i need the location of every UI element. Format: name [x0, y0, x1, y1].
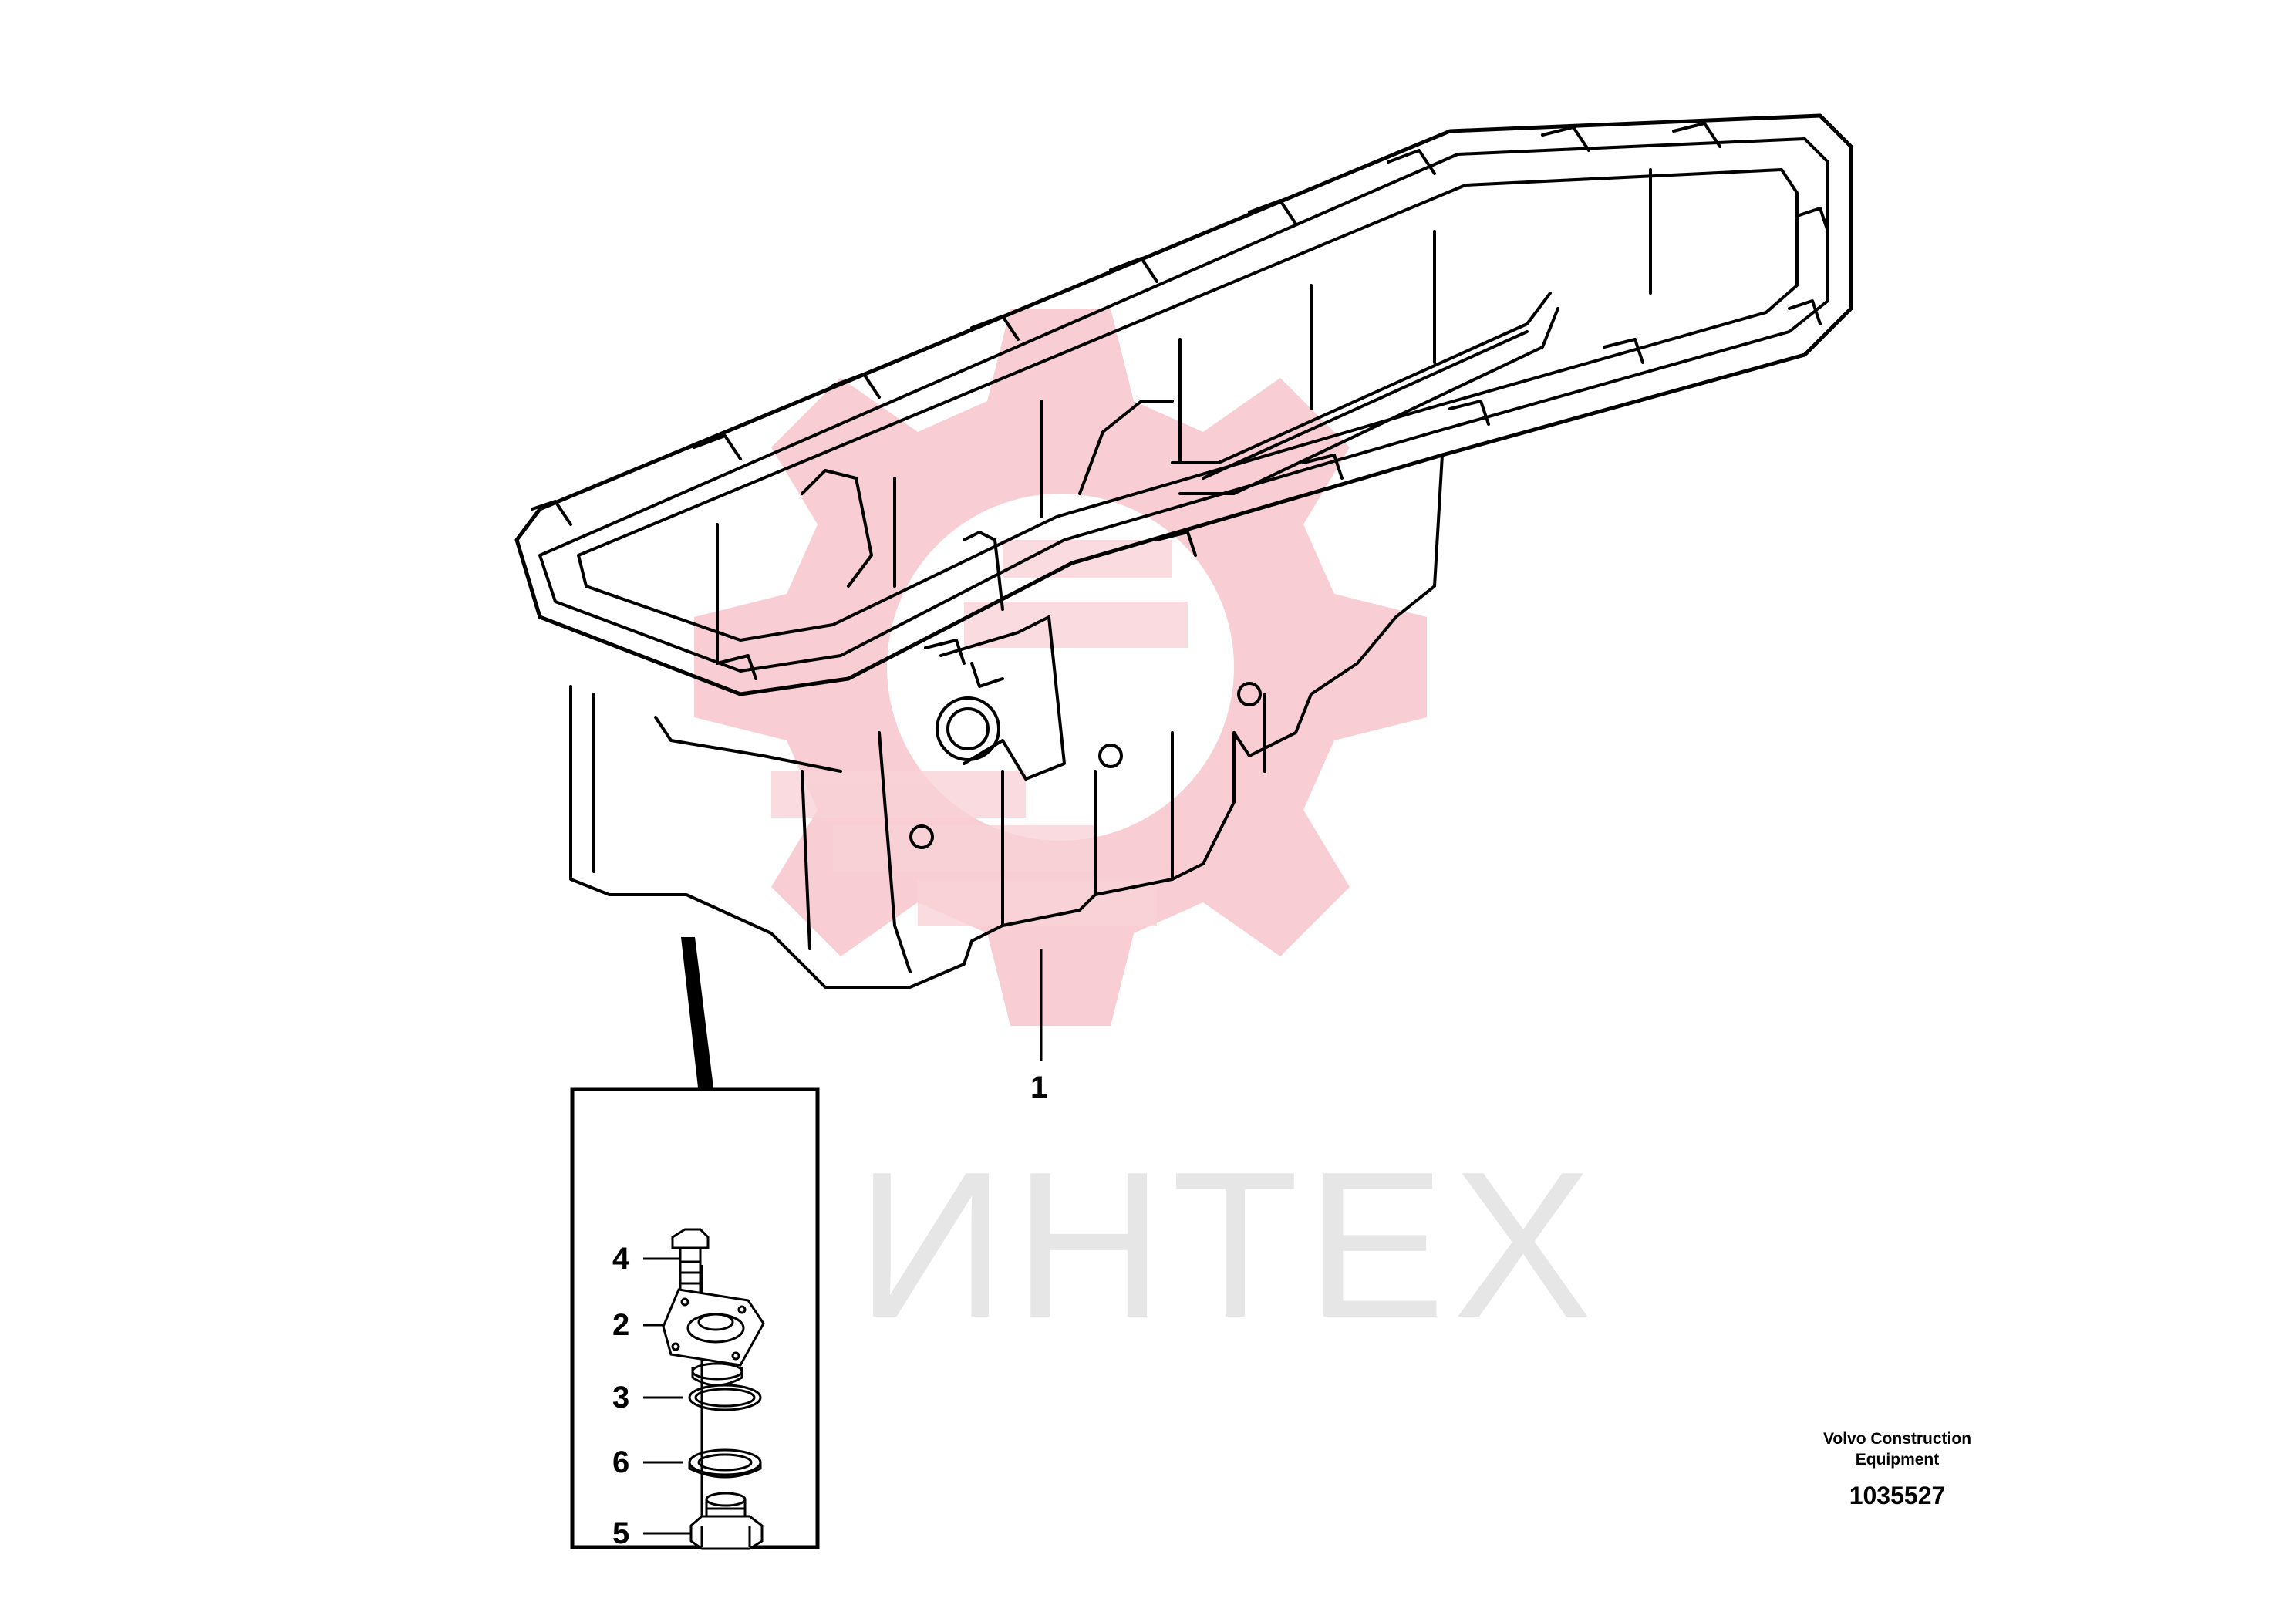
callout-part-3: 3 — [612, 1381, 630, 1415]
callout-part-4: 4 — [612, 1242, 630, 1276]
callout-part-6: 6 — [612, 1445, 630, 1479]
o-ring-icon — [688, 1384, 762, 1411]
bolt-icon — [671, 1228, 710, 1300]
brand-block: Volvo Construction Equipment 1035527 — [1774, 1428, 2021, 1510]
oil-pan-icon — [514, 113, 1853, 989]
callout-part-1: 1 — [1030, 1071, 1048, 1104]
seal-washer-icon — [688, 1448, 762, 1479]
detail-box — [570, 1087, 820, 1549]
brand-line-1: Volvo Construction — [1822, 1430, 1972, 1448]
callout-part-2: 2 — [612, 1308, 630, 1342]
detail-arrow — [681, 937, 713, 1088]
watermark-text: ИНТЕХ — [856, 1129, 1600, 1361]
drawing-number: 1035527 — [1849, 1481, 1946, 1509]
callout-part-5: 5 — [612, 1516, 630, 1550]
drain-plug-icon — [689, 1492, 764, 1550]
brand-line-2: Equipment — [1855, 1451, 1940, 1469]
cover-plate-icon — [662, 1288, 765, 1387]
